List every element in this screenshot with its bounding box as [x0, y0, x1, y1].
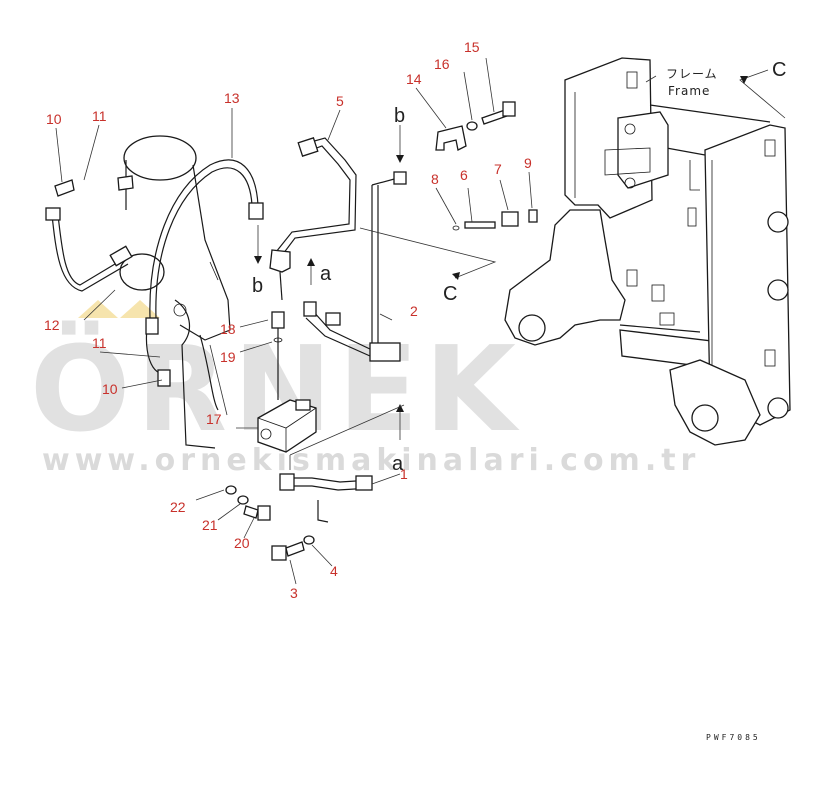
connection-arrows [254, 69, 786, 470]
callout-18: 18 [220, 321, 236, 337]
pipe-fitting [325, 312, 341, 326]
frame-center-block [617, 111, 669, 189]
elbow-fitting-10 [54, 179, 75, 197]
hoses-and-pipes [45, 137, 407, 523]
callout-20: 20 [234, 535, 250, 551]
clamp-14 [435, 125, 467, 151]
connection-letters: b b a a C C [252, 59, 786, 475]
cap-9 [528, 209, 538, 223]
tee-fitting [269, 249, 291, 273]
bolt-3-head [271, 545, 287, 561]
callout-14: 14 [406, 71, 422, 87]
callout-19: 19 [220, 349, 236, 365]
bolt-20-head [257, 505, 271, 521]
callout-1: 1 [400, 466, 408, 482]
pump-top-cap [123, 135, 197, 181]
hose-fitting [248, 202, 264, 220]
elbow-fitting-10b [157, 369, 171, 387]
frame-label: フレーム Frame [666, 67, 718, 98]
frame-boss [767, 397, 789, 419]
frame-boss [767, 211, 789, 233]
callout-21: 21 [202, 517, 218, 533]
washer-22 [225, 485, 237, 495]
washer-21 [237, 495, 249, 505]
frame-front-foot [669, 359, 761, 446]
frame-label-jp: フレーム [666, 67, 718, 81]
reference-code: PWF7085 [706, 733, 761, 742]
pipe-fitting [279, 473, 295, 491]
pump-body [119, 135, 231, 449]
connection-letter-a: a [320, 263, 332, 285]
bolt-20 [243, 505, 259, 519]
pipe-fitting [303, 301, 317, 317]
hose-fitting [145, 317, 159, 335]
washer-4 [303, 535, 315, 545]
watermark-accent-mark [120, 300, 160, 318]
frame-assembly [504, 57, 791, 446]
callout-15: 15 [464, 39, 480, 55]
pump-inlet [119, 253, 165, 291]
pipe-fitting [355, 475, 373, 491]
callout-22: 22 [170, 499, 186, 515]
watermark-accent-mark [78, 300, 118, 318]
frame-boss [767, 279, 789, 301]
connection-letter-a: a [392, 453, 404, 475]
watermark-url: www.ornekismakinalari.com.tr [42, 443, 700, 478]
callout-5: 5 [336, 93, 344, 109]
plug-11 [117, 175, 134, 191]
small-parts [225, 101, 538, 561]
callout-11: 11 [92, 108, 107, 124]
leader-lines [55, 57, 657, 585]
nipple-6 [464, 221, 496, 229]
callout-8: 8 [431, 171, 439, 187]
callout-7: 7 [494, 161, 502, 177]
connection-letter-C: C [772, 59, 786, 81]
hose-fitting [45, 207, 61, 221]
callout-12: 12 [44, 317, 60, 333]
callout-17: 17 [206, 411, 222, 427]
callout-10b: 10 [102, 381, 118, 397]
bolt-15-head [502, 101, 516, 117]
callout-16: 16 [434, 56, 450, 72]
frame-pivot-hole [518, 314, 546, 342]
pipe-clip [393, 171, 407, 185]
valve-port [295, 399, 311, 411]
callout-2: 2 [410, 303, 418, 319]
connection-letter-b: b [252, 275, 263, 297]
washer-16 [466, 121, 478, 131]
callout-13: 13 [224, 90, 240, 106]
watermark: ÖRNEK www.ornekismakinalari.com.tr [30, 300, 700, 478]
callout-10: 10 [46, 111, 62, 127]
nut-7 [501, 211, 519, 227]
o-ring-8 [452, 225, 460, 231]
frame-foot-hole [691, 404, 719, 432]
callout-3: 3 [290, 585, 298, 601]
connector-18 [271, 311, 285, 329]
connection-letter-C: C [443, 283, 457, 305]
pipe-fitting [297, 137, 319, 157]
connection-letter-b: b [394, 105, 405, 127]
callout-numbers: 10 11 13 5 14 16 15 8 6 7 9 12 11 10 17 … [44, 39, 532, 601]
callout-9: 9 [524, 155, 532, 171]
callout-6: 6 [460, 167, 468, 183]
valve-body [257, 399, 317, 453]
valve-block [257, 311, 317, 453]
callout-11b: 11 [92, 335, 107, 351]
callout-4: 4 [330, 563, 338, 579]
hose-fitting [109, 245, 133, 267]
bolt-3 [285, 541, 305, 557]
frame-label-en: Frame [668, 84, 710, 98]
pipe-end-block [369, 342, 401, 362]
frame-lower-arm [504, 209, 626, 346]
